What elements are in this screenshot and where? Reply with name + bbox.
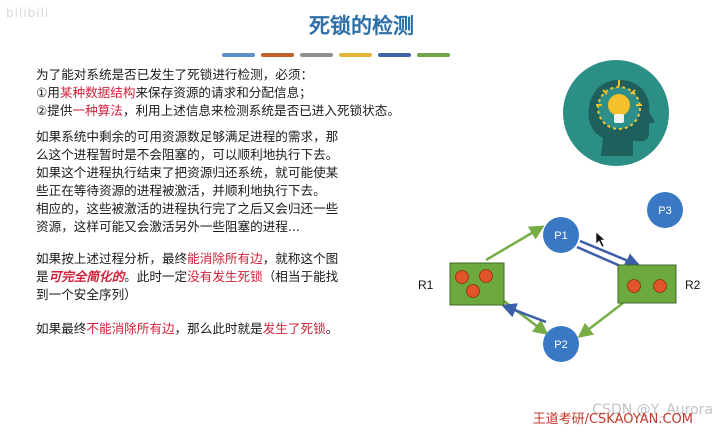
- item1-highlight: 某种数据结构: [59, 85, 136, 100]
- para3-b: 能消除所有边: [187, 251, 263, 266]
- p1-label: P1: [554, 230, 567, 242]
- process-p2: [543, 326, 579, 362]
- accent-bar-orange: [261, 53, 294, 57]
- accent-bar-yellow: [339, 53, 372, 57]
- accent-bar-navy: [378, 53, 411, 57]
- p3-label: P3: [658, 205, 671, 217]
- resource-r1-box: [449, 262, 505, 306]
- para2-line1: 如果系统中剩余的可用资源数足够满足进程的需求，那: [36, 129, 339, 144]
- item-1: ①用某种数据结构来保存资源的请求和分配信息；: [36, 84, 400, 102]
- item2-prefix: ②提供: [36, 103, 73, 118]
- item2-highlight: 一种算法: [72, 103, 123, 118]
- resource-r2-box: [617, 264, 677, 304]
- para2-line6: 资源，这样可能又会激活另外一些阻塞的进程...: [36, 219, 300, 234]
- para3-h: （相当于能找: [262, 269, 339, 284]
- para3-line1: 如果按上述过程分析，最终能消除所有边，就称这个图: [36, 250, 338, 268]
- para3-a: 如果按上述过程分析，最终: [36, 251, 188, 266]
- reduction-explanation: 如果系统中剩余的可用资源数足够满足进程的需求，那 么这个进程暂时是不会阻塞的，可…: [36, 128, 338, 236]
- r2-label: R2: [685, 278, 701, 292]
- p2-label: P2: [554, 339, 567, 351]
- para2-line5: 相应的，这些被激活的进程执行完了之后又会归还一些: [36, 201, 339, 216]
- para3-g: 没有发生死锁: [187, 269, 263, 284]
- process-p3: [647, 192, 683, 228]
- para4-c: ，那么此时就是: [174, 321, 263, 336]
- accent-bars: [222, 53, 450, 57]
- fully-reducible-paragraph: 如果按上述过程分析，最终能消除所有边，就称这个图 是可完全简化的。此时一定没有发…: [36, 250, 338, 304]
- resource-allocation-graph: R1 R2 P1 P2 P3: [418, 192, 701, 362]
- para3-d: 是: [36, 269, 49, 284]
- item-2: ②提供一种算法，利用上述信息来检测系统是否已进入死锁状态。: [36, 102, 400, 120]
- page-title: 死锁的检测: [309, 14, 414, 38]
- intro-line: 为了能对系统是否已发生了死锁进行检测，必须：: [36, 67, 314, 82]
- r1-label: R1: [418, 278, 434, 292]
- item1-prefix: ①用: [36, 85, 60, 100]
- accent-bar-gray: [300, 53, 333, 57]
- footer-brand: 王道考研/CSKAOYAN.COM: [532, 412, 693, 427]
- item2-suffix: ，利用上述信息来检测系统是否已进入死锁状态。: [122, 103, 400, 118]
- para2-line3: 如果这个进程执行结束了把资源归还系统，就可能使某: [36, 165, 339, 180]
- r1-instance-2: [479, 269, 493, 283]
- accent-bar-blue: [222, 53, 255, 57]
- mouse-cursor-icon: [595, 231, 606, 248]
- edge-p2-to-r1-req: [501, 303, 547, 324]
- para3-line3: 到一个安全序列）: [36, 287, 137, 302]
- process-p1: [543, 217, 579, 253]
- intro-block: 为了能对系统是否已发生了死锁进行检测，必须： ①用某种数据结构来保存资源的请求和…: [36, 66, 400, 120]
- edge-r1-to-p1: [485, 225, 545, 262]
- csdn-watermark: CSDN @Y_Aurora: [592, 402, 713, 418]
- item1-suffix: 来保存资源的请求和分配信息；: [135, 85, 312, 100]
- idea-head-icon: [563, 60, 669, 166]
- r2-instance-2: [653, 279, 667, 293]
- para2-line4: 些正在等待资源的进程被激活，并顺利地执行下去。: [36, 183, 326, 198]
- para3-f: 。此时一定: [124, 269, 188, 284]
- para4-b: 不能消除所有边: [86, 321, 175, 336]
- r1-instance-1: [455, 270, 469, 284]
- accent-bar-green: [417, 53, 450, 57]
- para3-e: 可完全简化的: [48, 269, 125, 284]
- r2-instance-1: [627, 279, 641, 293]
- para4-e: 。: [325, 321, 339, 336]
- para3-line2: 是可完全简化的。此时一定没有发生死锁（相当于能找: [36, 268, 338, 286]
- para4-a: 如果最终: [36, 321, 87, 336]
- deadlock-paragraph: 如果最终不能消除所有边，那么此时就是发生了死锁。: [36, 320, 338, 338]
- para4-d: 发生了死锁: [262, 321, 326, 336]
- r1-instance-3: [466, 284, 480, 298]
- bilibili-watermark: bilibili: [6, 6, 50, 20]
- para2-line2: 么这个进程暂时是不会阻塞的，可以顺利地执行下去。: [36, 147, 339, 162]
- para3-c: ，就称这个图: [262, 251, 339, 266]
